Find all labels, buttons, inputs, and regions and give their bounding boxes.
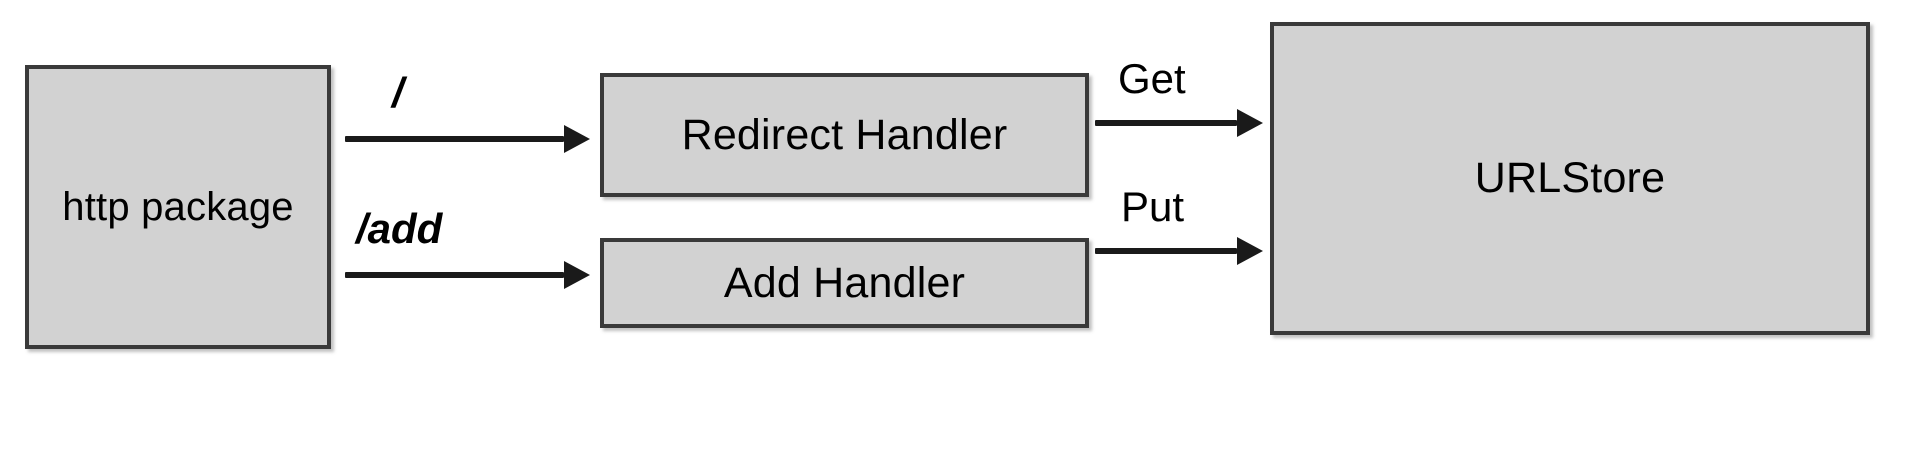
arrow-head-icon [1237,109,1263,137]
arrow-head-icon [1237,237,1263,265]
arrow-shaft [1095,248,1237,254]
arrow-add-handler-to-urlstore [1095,237,1263,265]
node-redirect-handler: Redirect Handler [600,73,1089,197]
node-redirect-handler-label: Redirect Handler [681,110,1008,159]
arrow-http-to-add-handler [345,261,590,289]
arrow-head-icon [564,125,590,153]
node-http-package-label: http package [62,184,294,229]
edge-label-put: Put [1121,183,1185,230]
node-http-package: http package [25,65,331,349]
node-add-handler: Add Handler [600,238,1089,328]
edge-label-add: /add [356,205,443,252]
arrow-head-icon [564,261,590,289]
node-urlstore-label: URLStore [1474,154,1666,202]
arrow-http-to-redirect-handler [345,125,590,153]
node-add-handler-label: Add Handler [723,258,966,307]
edge-label-get: Get [1118,55,1186,102]
arrow-shaft [345,136,564,142]
edge-label-root: / [392,69,404,116]
arrow-shaft [345,272,564,278]
node-urlstore: URLStore [1270,22,1870,335]
arrow-redirect-handler-to-urlstore [1095,109,1263,137]
arrow-shaft [1095,120,1237,126]
